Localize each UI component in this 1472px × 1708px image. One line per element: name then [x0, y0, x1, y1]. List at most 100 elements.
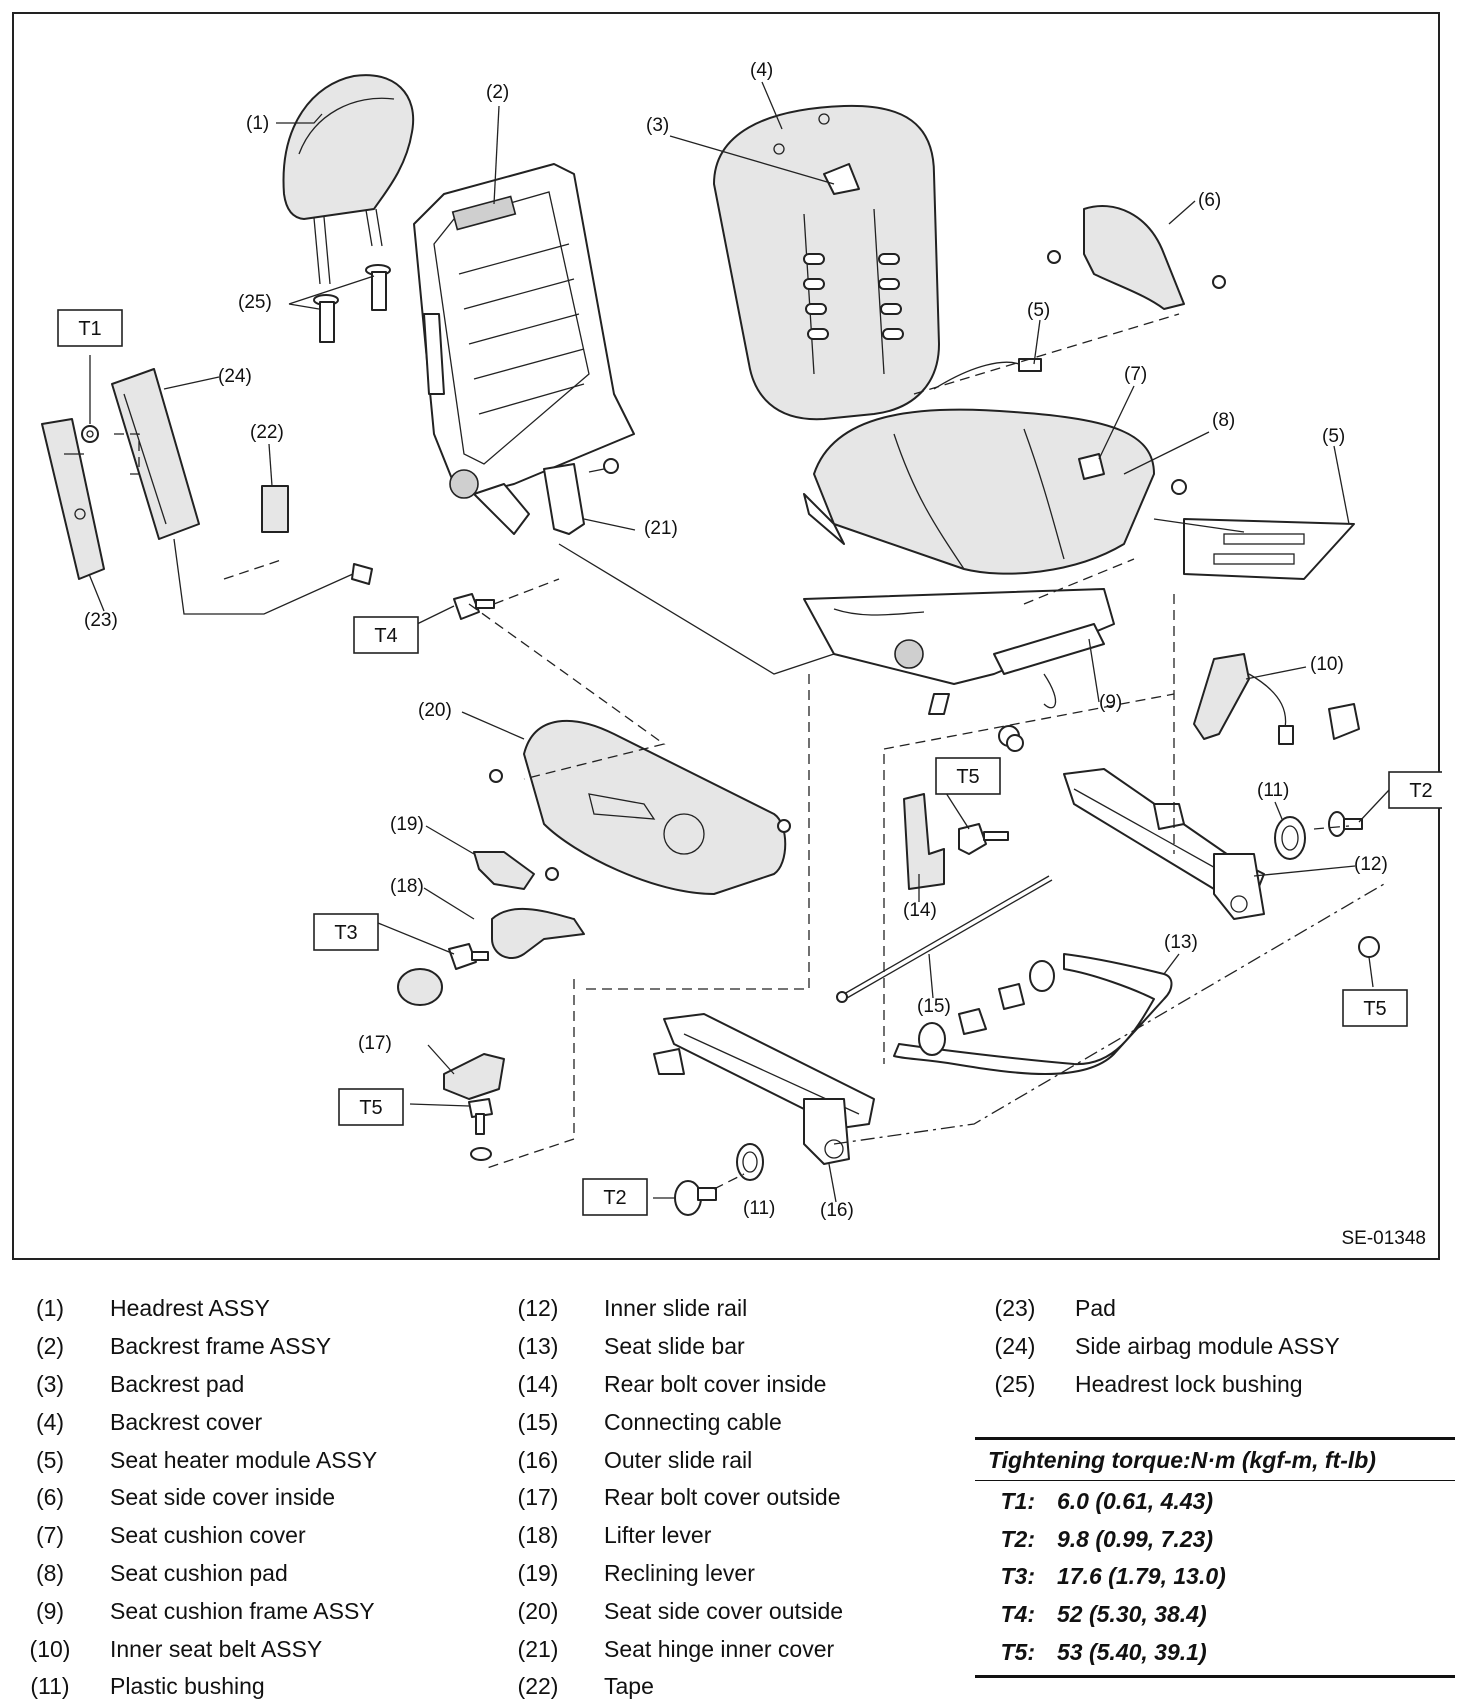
torque-box-t1: T1 [57, 309, 123, 347]
legend-label: Headrest ASSY [110, 1295, 270, 1322]
torque-box-t5-lower-label: T5 [359, 1097, 382, 1119]
bolt-t2-lower [674, 1180, 717, 1216]
callout-12: (12) [1354, 854, 1388, 875]
callout-18: (18) [390, 876, 424, 897]
legend-row: (17) Rear bolt cover outside [502, 1479, 843, 1517]
legend-row: (22) Tape [502, 1668, 843, 1706]
legend-row: (10)Inner seat belt ASSY [20, 1630, 377, 1668]
callout-6: (6) [1198, 190, 1221, 211]
rear-bolt-cover-inside [903, 793, 945, 890]
bolt-t2-upper [1328, 811, 1363, 837]
callout-22: (22) [250, 422, 284, 443]
callout-3: (3) [646, 115, 669, 136]
legend-number: (15) [517, 1408, 559, 1435]
torque-row: T4:52 (5.30, 38.4) [975, 1596, 1455, 1634]
legend-number: (12) [517, 1295, 559, 1322]
legend-number: (16) [517, 1446, 559, 1473]
callout-23: (23) [84, 610, 118, 631]
torque-box-t2-upper: T2 [1388, 771, 1442, 809]
legend-row: (21)Seat hinge inner cover [502, 1630, 843, 1668]
torque-box-t2-lower: T2 [582, 1178, 648, 1216]
callout-9: (9) [1099, 692, 1122, 713]
torque-boxes: T1 T2 T2 T3 T4 T5 T5 T5 [57, 309, 1442, 1216]
legend-number: (8) [35, 1559, 65, 1586]
torque-box-t2-upper-label: T2 [1409, 780, 1432, 802]
callout-19: (19) [390, 814, 424, 835]
side-airbag-module [111, 368, 373, 615]
legend-label: Headrest lock bushing [1075, 1370, 1303, 1397]
legend-label: Seat cushion pad [110, 1559, 288, 1586]
legend-column-2: (12)Inner slide rail (13)Seat slide bar … [502, 1290, 844, 1706]
callout-13: (13) [1164, 932, 1198, 953]
legend-number: (1) [35, 1295, 65, 1322]
figure-code: SE-01348 [1341, 1228, 1426, 1249]
reclining-lever [473, 851, 535, 890]
legend-label: Seat hinge inner cover [604, 1635, 835, 1662]
torque-value: 6.0 (0.61, 4.43) [1057, 1488, 1213, 1515]
torque-box-t5-lower: T5 [338, 1088, 404, 1126]
legend-label: Seat heater module ASSY [110, 1446, 378, 1473]
callout-4: (4) [750, 60, 773, 81]
nut-t1 [81, 425, 99, 443]
torque-box-t5-inner: T5 [935, 757, 1001, 795]
callout-5: (5) [1027, 300, 1050, 321]
legend-row: (9)Seat cushion frame ASSY [20, 1592, 377, 1630]
legend-label: Outer slide rail [604, 1446, 753, 1473]
bolt-t5-rear-outside [468, 1098, 493, 1161]
outer-slide-rail [653, 1013, 875, 1165]
legend-label: Tape [604, 1673, 654, 1700]
legend-label: Pad [1075, 1295, 1116, 1322]
legend-label: Seat side cover outside [604, 1597, 844, 1624]
misc-fasteners [1006, 479, 1187, 752]
legend-row: (11)Plastic bushing [20, 1668, 377, 1706]
torque-box-t5-inner-label: T5 [956, 766, 979, 788]
torque-key: T5: [1000, 1638, 1036, 1665]
callout-16: (16) [820, 1200, 854, 1221]
torque-row: T5:53 (5.40, 39.1) [975, 1633, 1455, 1671]
legend-label: Reclining lever [604, 1559, 755, 1586]
callout-2: (2) [486, 82, 509, 103]
plastic-bushing-lower [736, 1143, 764, 1181]
legend-label: Backrest pad [110, 1370, 245, 1397]
backrest-frame [413, 163, 635, 535]
legend-row: (13)Seat slide bar [502, 1328, 843, 1366]
exploded-diagram: (1) (2) (3) (4) (5) (5) (6) (7) (8) (9) … [12, 12, 1442, 1260]
legend-number: (13) [517, 1333, 559, 1360]
legend-label: Rear bolt cover outside [604, 1484, 841, 1511]
legend-row: (14) Rear bolt cover inside [502, 1366, 843, 1404]
callout-15: (15) [917, 996, 951, 1017]
legend-row: (15) Connecting cable [502, 1403, 843, 1441]
legend-row: (16) Outer slide rail [502, 1441, 843, 1479]
legend-number: (19) [517, 1559, 559, 1586]
legend-label: Rear bolt cover inside [604, 1370, 827, 1397]
legend-number: (20) [517, 1597, 559, 1624]
legend-number: (22) [517, 1673, 559, 1700]
headrest [282, 74, 415, 285]
legend-row: (19) Reclining lever [502, 1555, 843, 1593]
connecting-cable [836, 875, 1053, 1003]
diagram-drawing: (1) (2) (3) (4) (5) (5) (6) (7) (8) (9) … [41, 60, 1442, 1221]
callout-labels: (1) (2) (3) (4) (5) (5) (6) (7) (8) (9) … [84, 60, 1388, 1221]
callout-7: (7) [1124, 364, 1147, 385]
torque-box-t4-label: T4 [374, 625, 397, 647]
torque-key: T1: [1000, 1488, 1036, 1515]
legend-number: (2) [35, 1333, 65, 1360]
legend-number: (7) [35, 1522, 65, 1549]
legend-number: (14) [517, 1370, 559, 1397]
callout-14: (14) [903, 900, 937, 921]
torque-box-t5-right-label: T5 [1363, 998, 1386, 1020]
torque-key: T4: [1000, 1601, 1036, 1628]
seat-side-cover-inside [1047, 205, 1226, 310]
backrest-cover [713, 104, 940, 421]
legend-number: (17) [517, 1484, 559, 1511]
legend-label: Lifter lever [604, 1522, 712, 1549]
callout-10: (10) [1310, 654, 1344, 675]
legend-row: (6)Seat side cover inside [20, 1479, 377, 1517]
legend-row: (7)Seat cushion cover [20, 1517, 377, 1555]
torque-table-heading: Tightening torque:N·m (kgf-m, ft-lb) [975, 1440, 1455, 1481]
legend-number: (18) [517, 1522, 559, 1549]
torque-box-t5-right: T5 [1342, 989, 1408, 1027]
rear-bolt-cover-outside [443, 1053, 505, 1100]
torque-box-t3-label: T3 [334, 922, 357, 944]
legend-label: Connecting cable [604, 1408, 782, 1435]
